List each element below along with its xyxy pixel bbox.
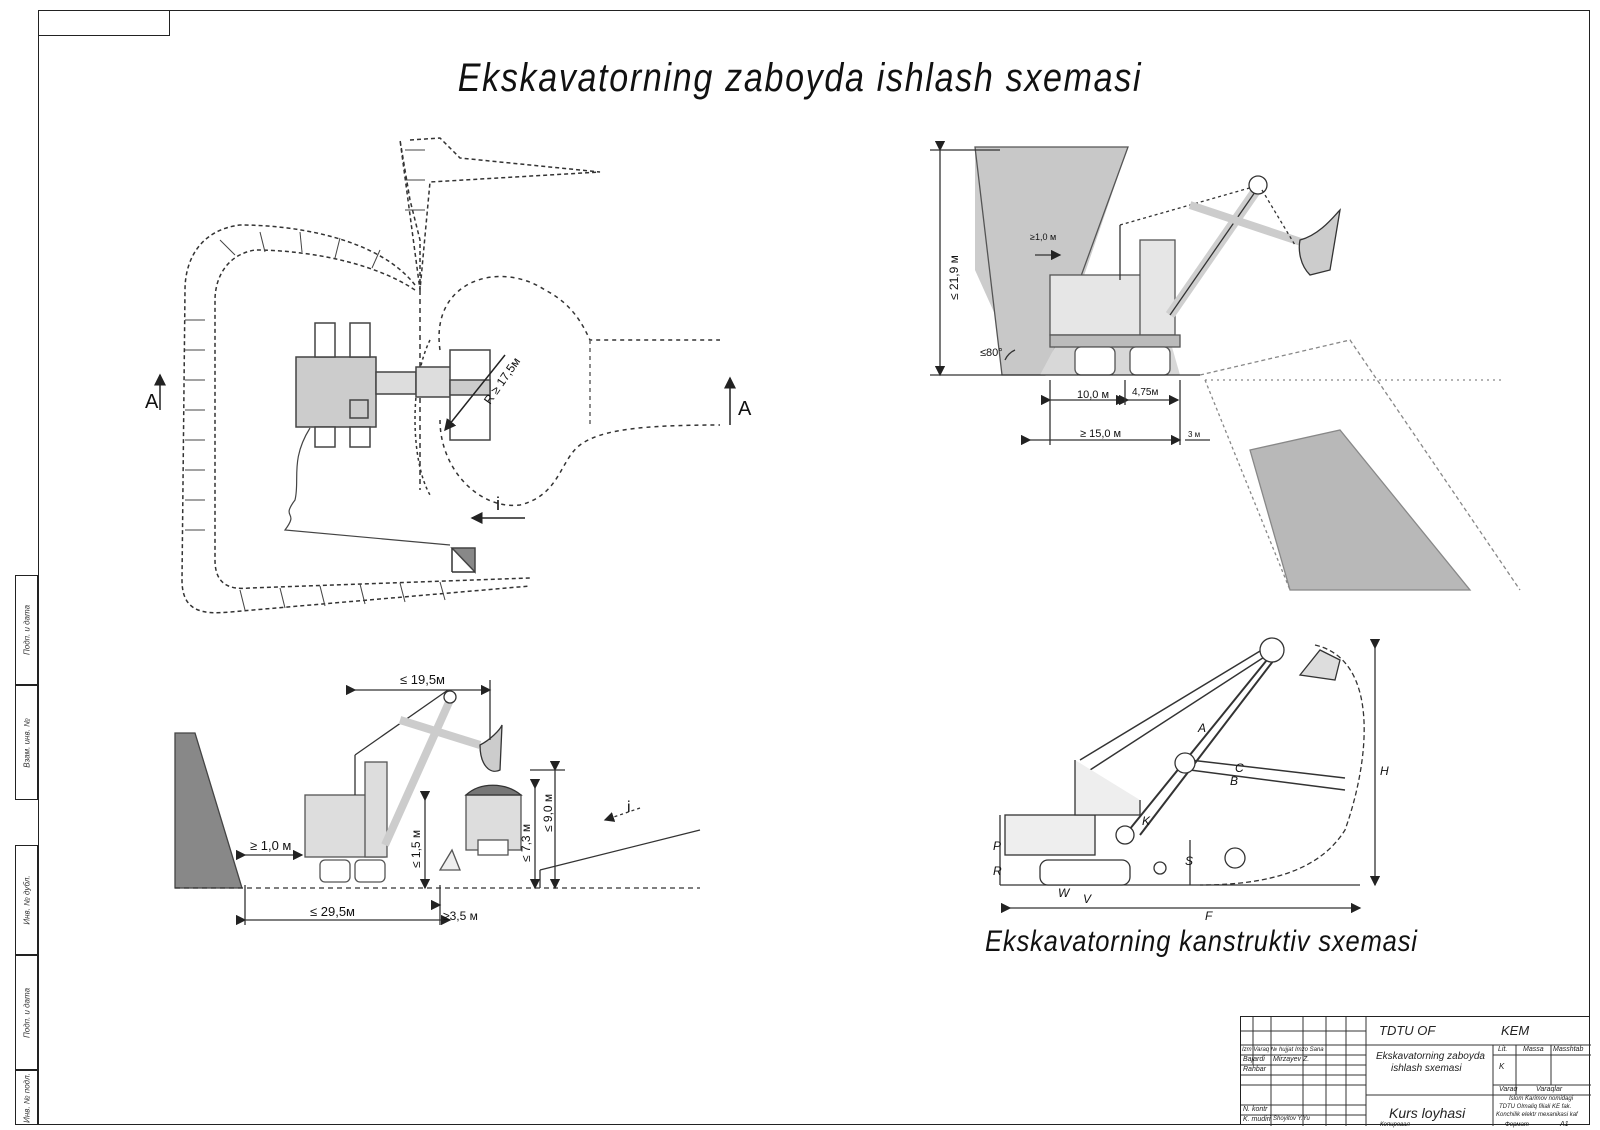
loading-h1-label: ≤ 1,5 м xyxy=(409,830,423,868)
loading-reach-label: ≤ 19,5м xyxy=(400,672,445,687)
side-total-label: ≥ 15,0 м xyxy=(1080,428,1121,440)
svg-text:R: R xyxy=(993,864,1002,878)
svg-text:V: V xyxy=(1083,892,1092,906)
plan-view xyxy=(154,137,736,614)
loading-bench-label: ≤ 29,5м xyxy=(310,904,355,919)
loading-view xyxy=(174,680,701,926)
tb-inst-2: TDTU Olmaliq filiali KE fak. xyxy=(1499,1104,1572,1110)
drawing-title: Ekskavatorning zaboyda ishlash sxemasi xyxy=(457,56,1143,100)
title-block-grid xyxy=(1241,1017,1591,1126)
loading-h2-label: ≤ 7,3 м xyxy=(519,824,533,862)
svg-text:S: S xyxy=(1185,854,1193,868)
svg-text:F: F xyxy=(1205,909,1213,923)
left-strip-cell-2: Взам. инв. № xyxy=(15,685,38,800)
plan-section-right: A xyxy=(738,398,752,420)
constructive-labels: A C B H P R S W V F K xyxy=(993,721,1389,923)
constructive-view xyxy=(999,637,1381,914)
tb-org: TDTU OF xyxy=(1379,1023,1436,1038)
side-small-label: 3 м xyxy=(1188,430,1200,439)
tb-nkontr: N. kontr xyxy=(1243,1106,1268,1113)
left-strip-cell-4: Подп. и дата xyxy=(15,955,38,1070)
tb-lit-value: K xyxy=(1499,1062,1505,1071)
tb-name: Mirzayev Z. xyxy=(1273,1056,1310,1063)
svg-text:H: H xyxy=(1380,764,1389,778)
svg-text:A: A xyxy=(1197,721,1206,735)
tb-massa: Massa xyxy=(1523,1046,1544,1053)
plan-section-left: A xyxy=(145,391,159,413)
side-height-label: ≤ 21,9 м xyxy=(947,255,961,300)
svg-text:B: B xyxy=(1230,774,1238,788)
svg-text:W: W xyxy=(1058,886,1071,900)
drawing-sheet-frame xyxy=(38,10,1590,1125)
side-angle-label: ≤80° xyxy=(980,347,1003,359)
left-strip-cell-3: Инв. № дубл. xyxy=(15,845,38,955)
side-view xyxy=(930,140,1521,591)
tb-inst-1: Islom Karimov nomidagi xyxy=(1509,1096,1574,1102)
loading-edge-label: ≥ 1,0 м xyxy=(250,838,291,853)
tb-kopiroval: Копировал xyxy=(1380,1122,1410,1128)
tb-inst-3: Konchilik elektr mexanikasi kaf xyxy=(1496,1112,1578,1118)
tb-varaqlar: Varaqlar xyxy=(1536,1086,1563,1093)
left-strip-cell-1: Подп. и дата xyxy=(15,575,38,685)
loading-h3-label: ≤ 9,0 м xyxy=(541,794,555,832)
loading-direction-label: i xyxy=(627,799,631,816)
loading-gap-label: ≥3,5 м xyxy=(443,909,478,923)
tb-kmudiri: K. mudiri xyxy=(1243,1116,1271,1123)
tb-dept: KEM xyxy=(1501,1023,1530,1038)
side-edge-label: ≥1,0 м xyxy=(1030,232,1056,242)
plan-direction-label: i xyxy=(496,494,500,514)
tb-doc-title-2: ishlash sxemasi xyxy=(1391,1063,1462,1074)
tb-varaq: Varaq xyxy=(1499,1086,1518,1093)
tb-rahbar: Rahbar xyxy=(1243,1066,1266,1073)
tb-kmudiri-name: Shoyitov Y.Yu xyxy=(1273,1116,1310,1122)
svg-text:K: K xyxy=(1142,814,1151,828)
tb-bajardi: Bajardi xyxy=(1243,1056,1265,1063)
tb-masshtab: Masshtab xyxy=(1553,1046,1584,1053)
constructive-scheme-title: Ekskavatorning kanstruktiv sxemasi xyxy=(985,925,1418,958)
tb-doc-title-1: Ekskavatorning zaboyda xyxy=(1376,1051,1485,1062)
left-strip-cell-5: Инв. № подл. xyxy=(15,1070,38,1125)
side-gap-label: 4,75м xyxy=(1132,387,1158,398)
tb-work: Kurs loyhasi xyxy=(1389,1105,1466,1121)
tb-lit: Lit. xyxy=(1498,1046,1508,1053)
title-block: TDTU OF KEM Ekskavatorning zaboyda ishla… xyxy=(1240,1016,1591,1126)
svg-text:P: P xyxy=(993,839,1001,853)
side-track-label: 10,0 м xyxy=(1077,389,1109,401)
tb-format: Формат xyxy=(1505,1122,1529,1128)
tb-format-value: A1 xyxy=(1560,1121,1569,1128)
svg-text:C: C xyxy=(1235,761,1244,775)
tb-head-cols: Izm Varaq № hujjat Imzo Sana xyxy=(1242,1047,1324,1053)
corner-stamp-box xyxy=(38,10,170,36)
